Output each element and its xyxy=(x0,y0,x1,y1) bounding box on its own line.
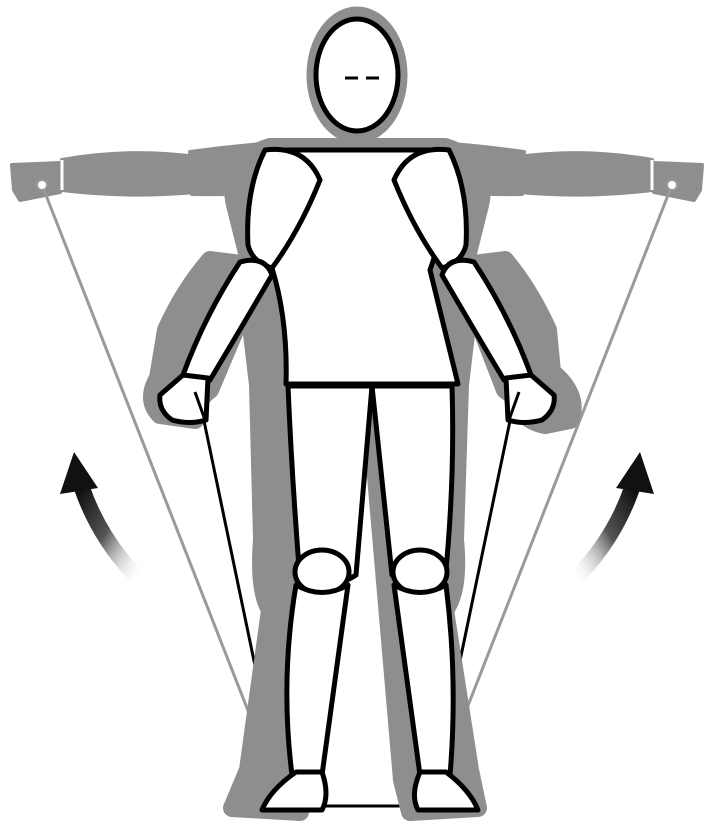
left-shin xyxy=(287,585,348,775)
right-arrow-icon xyxy=(574,452,654,580)
left-handle-raised xyxy=(37,180,47,190)
left-arrow-icon xyxy=(60,452,140,580)
right-handle-raised xyxy=(667,180,677,190)
head xyxy=(316,19,398,131)
